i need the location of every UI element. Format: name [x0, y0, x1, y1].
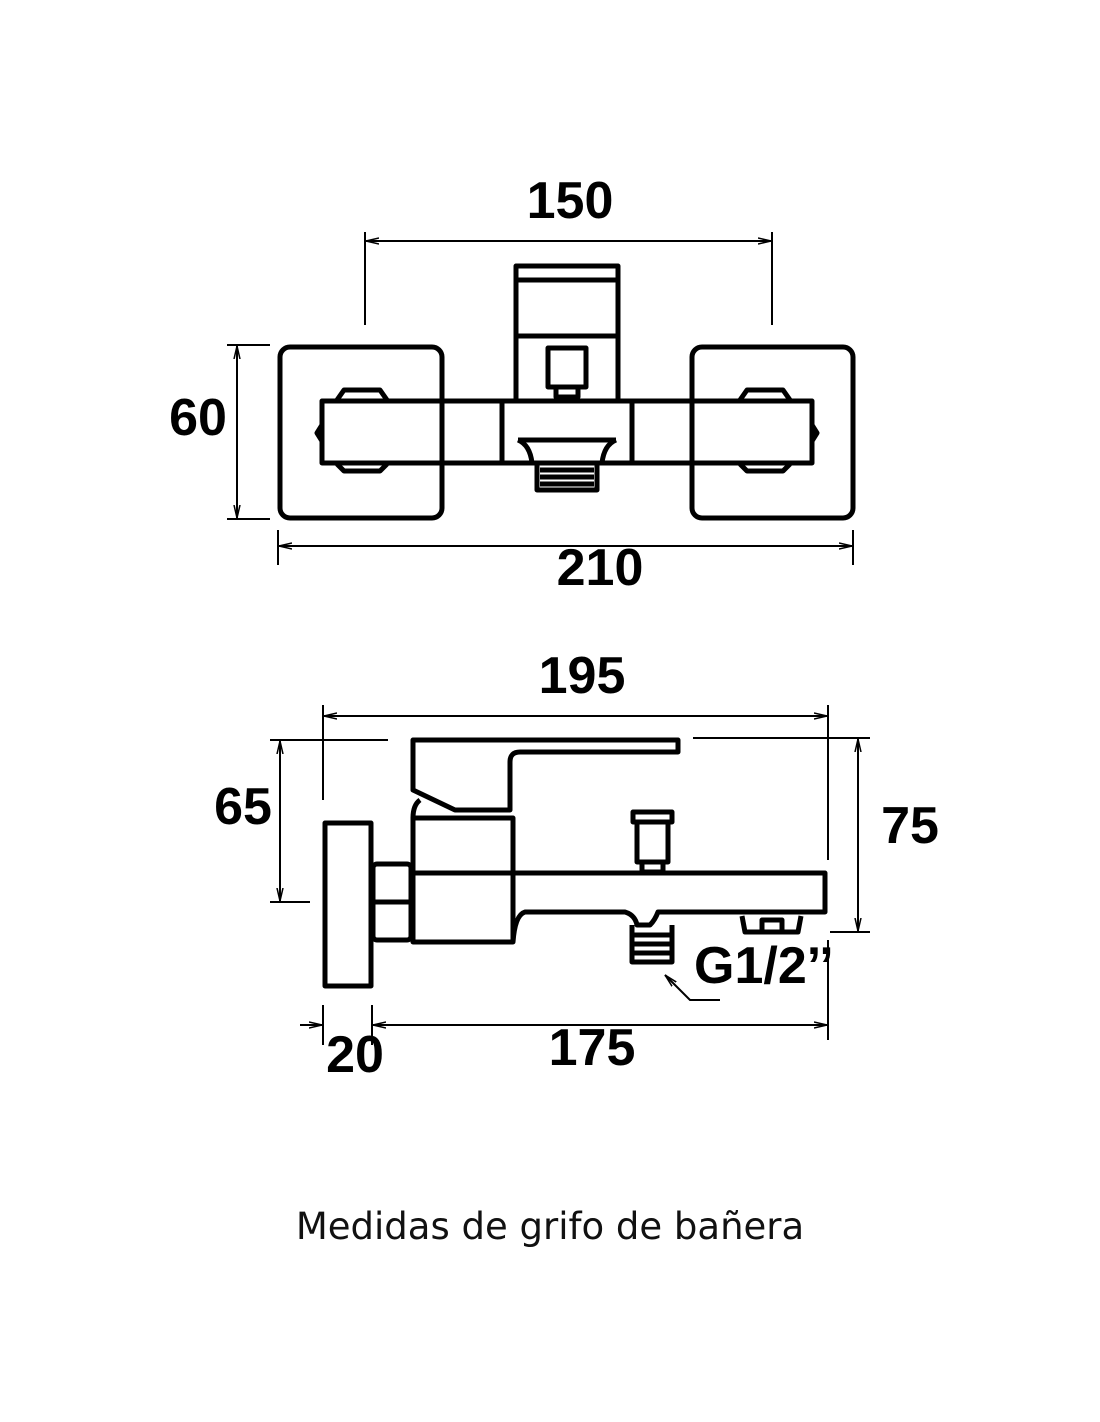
left-wall-plate [277, 344, 445, 521]
lever-top [513, 263, 621, 339]
dim-210-label: 210 [557, 539, 644, 597]
dim-60-label: 60 [169, 389, 227, 447]
right-wall-plate [689, 344, 856, 521]
thread-label: G1/2’’ [694, 937, 834, 995]
lever-handle [410, 737, 681, 813]
right-connector-bar [629, 398, 815, 466]
dim-195-label: 195 [539, 647, 626, 705]
side-view: G1/2’’ 195 65 75 20 175 [214, 647, 939, 1084]
diverter-knob [630, 809, 675, 875]
dim-65-label: 65 [214, 778, 272, 836]
dim-150-label: 150 [527, 172, 614, 230]
dim-20-label: 20 [326, 1026, 384, 1084]
dim-175-label: 175 [549, 1019, 636, 1077]
top-view: 150 60 210 [169, 172, 856, 597]
caption: Medidas de grifo de bañera [295, 1205, 805, 1248]
left-connector-bar [319, 398, 505, 466]
dim-75-label: 75 [881, 797, 939, 855]
side-wall-plate [322, 820, 374, 989]
